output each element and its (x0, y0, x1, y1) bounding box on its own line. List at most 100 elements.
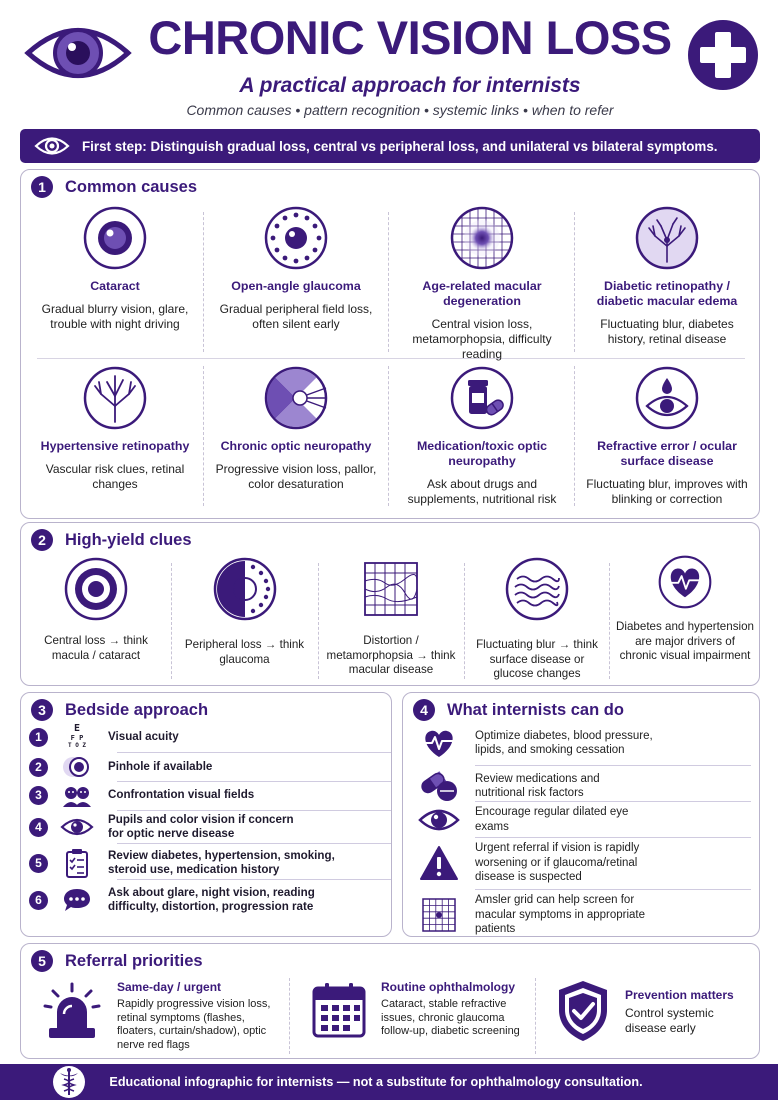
distorted-grid-icon (364, 562, 418, 616)
referral-title: Routine ophthalmology (381, 980, 515, 994)
clue-desc: Central loss → think macula / cataract (44, 634, 148, 662)
medical-cross-icon (688, 20, 758, 90)
cause-name: Age-related macular degeneration (422, 279, 542, 308)
macula-grid-icon (450, 206, 514, 270)
action-text: Amsler grid can help screen for macular … (475, 894, 646, 935)
section-title: High-yield clues (65, 530, 192, 549)
clue-peripheral-loss: Peripheral loss → think glaucoma (177, 557, 312, 667)
section-number: 1 (31, 176, 53, 198)
cause-name: Cataract (90, 279, 140, 293)
optic-nerve-icon (264, 366, 328, 430)
eye-icon (60, 813, 94, 841)
heart-pulse-icon (658, 555, 712, 609)
eye-icon (417, 806, 461, 834)
section-title: What internists can do (447, 700, 624, 719)
clue-distortion: Distortion / metamorphopsia → think macu… (323, 557, 459, 678)
action-text: Review medications and nutritional risk … (475, 772, 600, 800)
cause-diabetic-retinopathy: Diabetic retinopathy / diabetic macular … (582, 206, 752, 347)
clue-central-loss: Central loss → think macula / cataract (27, 557, 165, 663)
header: CHRONIC VISION LOSS A practical approach… (0, 0, 778, 126)
eye-icon (24, 28, 132, 78)
section-header: 5 Referral priorities (31, 950, 203, 972)
cause-desc: Gradual blurry vision, glare, trouble wi… (41, 302, 189, 331)
calendar-icon (312, 983, 366, 1038)
cause-name: Medication/toxic optic neuropathy (416, 439, 548, 468)
retina-vessels-icon (635, 206, 699, 270)
eye-icon (34, 137, 70, 155)
page-tagline: Common causes • pattern recognition • sy… (186, 102, 614, 118)
step-number: 3 (29, 785, 48, 805)
pill-bottle-icon (450, 366, 514, 430)
referral-desc: Rapidly progressive vision loss, retinal… (117, 998, 271, 1051)
cause-name: Refractive error / ocular surface diseas… (597, 439, 737, 468)
referral-routine: Routine ophthalmology Cataract, stable r… (311, 980, 535, 1040)
section-title: Referral priorities (65, 951, 203, 970)
section-number: 3 (31, 699, 53, 721)
cause-desc: Progressive vision loss, pallor, color d… (215, 462, 377, 491)
faces-icon (60, 781, 94, 809)
bedside-step: 6 Ask about glare, night vision, reading… (29, 886, 391, 914)
section-header: 1 Common causes (31, 176, 197, 198)
heart-pulse-icon (417, 727, 461, 759)
referral-title: Prevention matters (625, 988, 734, 1002)
step-number: 1 (29, 727, 48, 747)
cause-desc: Ask about drugs and supplements, nutriti… (407, 477, 557, 506)
pinhole-icon (60, 753, 94, 781)
section-number: 2 (31, 529, 53, 551)
cause-medication-toxic: Medication/toxic optic neuropathy Ask ab… (396, 366, 568, 507)
vessel-tree-icon (83, 366, 147, 430)
tear-eye-icon (635, 366, 699, 430)
referral-panel: 5 Referral priorities Same-day / urgent … (20, 943, 760, 1059)
internist-action: Review medications and nutritional risk … (417, 769, 747, 803)
action-text: Optimize diabetes, blood pressure, lipid… (475, 729, 653, 757)
referral-title: Same-day / urgent (117, 980, 222, 994)
waves-icon (505, 557, 569, 621)
step-text: Ask about glare, night vision, reading d… (108, 886, 315, 913)
bedside-step: 5 Review diabetes, hypertension, smoking… (29, 849, 391, 878)
section-number: 5 (31, 950, 53, 972)
section-title: Bedside approach (65, 700, 209, 719)
clue-desc: Fluctuating blur → think surface disease… (476, 638, 598, 680)
cause-desc: Central vision loss, metamorphopsia, dif… (412, 317, 552, 361)
amsler-grid-icon (417, 897, 461, 933)
eye-chart-icon: E F P T O Z (60, 723, 94, 751)
cause-desc: Vascular risk clues, retinal changes (45, 462, 185, 491)
referral-desc: Cataract, stable refractive issues, chro… (381, 998, 520, 1037)
section-title: Common causes (65, 177, 198, 196)
shield-check-icon (559, 981, 607, 1041)
step-text: Confrontation visual fields (108, 788, 255, 801)
eye-chart-letter: F P (70, 734, 84, 742)
chat-icon (60, 886, 94, 914)
banner-text: First step: Distinguish gradual loss, ce… (82, 138, 718, 154)
step-number: 5 (29, 853, 48, 873)
clue-fluctuating-blur: Fluctuating blur → think surface disease… (469, 557, 605, 682)
half-field-icon (213, 557, 276, 621)
footer: Educational infographic for internists —… (0, 1064, 778, 1100)
cause-hypertensive-retinopathy: Hypertensive retinopathy Vascular risk c… (33, 366, 197, 492)
section-header: 4 What internists can do (413, 699, 624, 721)
cause-optic-neuropathy: Chronic optic neuropathy Progressive vis… (211, 366, 381, 492)
cause-desc: Gradual peripheral field loss, often sil… (219, 302, 373, 331)
step-text: Pupils and color vision if concern for o… (108, 813, 294, 840)
clipboard-icon (60, 849, 94, 878)
lens-icon (83, 206, 147, 270)
step-text: Visual acuity (108, 730, 179, 743)
bedside-approach-panel: 3 Bedside approach 1 E F P T O Z Visual … (20, 692, 392, 937)
cause-name: Hypertensive retinopathy (40, 439, 190, 453)
internist-action: Amsler grid can help screen for macular … (417, 893, 747, 937)
dotted-field-icon (264, 206, 328, 270)
warning-icon (417, 845, 461, 881)
bedside-step: 3 Confrontation visual fields (29, 781, 391, 809)
bedside-step: 1 E F P T O Z Visual acuity (29, 723, 391, 751)
high-yield-clues-panel: 2 High-yield clues Central loss → think … (20, 522, 760, 686)
internist-action: Urgent referral if vision is rapidly wor… (417, 841, 747, 885)
referral-urgent: Same-day / urgent Rapidly progressive vi… (39, 980, 285, 1052)
clue-systemic-drivers: Diabetes and hypertension are major driv… (615, 555, 755, 664)
internist-action: Encourage regular dilated eye exams (417, 805, 747, 834)
step-number: 4 (29, 817, 48, 837)
siren-icon (43, 982, 101, 1038)
first-step-banner: First step: Distinguish gradual loss, ce… (20, 129, 760, 163)
cause-cataract: Cataract Gradual blurry vision, glare, t… (33, 206, 197, 332)
step-text: Review diabetes, hypertension, smoking, … (108, 849, 335, 876)
clue-desc: Diabetes and hypertension are major driv… (616, 620, 754, 662)
